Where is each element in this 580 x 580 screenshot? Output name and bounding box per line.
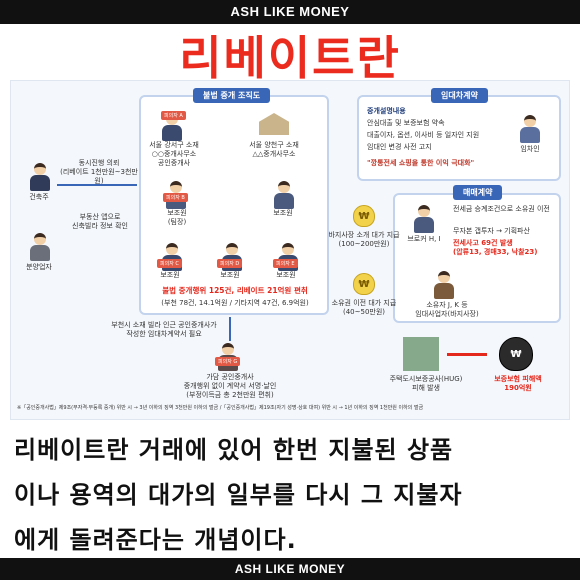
assistant-a-label: 보조원 (팀장) [167,209,187,227]
builder-request: 동시진행 의뢰 (리베이트 1천만원~3천만원) [60,159,138,186]
suspect-b-tag: 피의자 B [163,193,188,202]
arrow-loss [447,353,487,356]
suspect-g-text: 가담 공인중개사 중개행위 없이 계약서 서명·날인 (부정이득금 총 2천만원… [183,373,277,400]
suspect-e-label: 보조원 [276,271,296,279]
caption: 리베이트란 거래에 있어 한번 지불된 상품 이나 용역의 대가의 일부를 다시… [0,420,580,571]
fee-2-text: 소유권 이전 대가 지급 (40~50만원) [331,299,397,317]
guide-item-3: 임대인 변경 사전 고지 [367,143,432,151]
hug-label: 주택도시보증공사(HUG) 피해 발생 [389,375,463,393]
sale-app-text: 부동산 앱으로 신축빌라 정보 확인 [72,213,128,231]
suspect-c-tag: 피의자 C [157,259,182,268]
arrow-builder [57,184,137,186]
caption-line-3: 에게 돌려준다는 개념이다. [14,526,297,554]
suspect-d-tag: 피의자 D [217,259,243,268]
rental-contract-header: 임대차계약 [431,88,488,103]
caption-line-2: 이나 용역의 대가의 일부를 다시 그 지불자 [14,481,463,509]
hug-building-icon [403,337,439,371]
office-building-icon [259,113,289,135]
assistant-b-label: 보조원 [273,209,293,217]
sale-agent-label: 분양업자 [26,263,52,271]
broker-note-3: 전세사고 69건 발생 (압류13, 경매33, 낙찰23) [453,239,538,257]
rebate-diagram: 건축주 분양업자 동시진행 의뢰 (리베이트 1천만원~3천만원) 부동산 앱으… [10,80,570,420]
guide-item-1: 안심대출 및 보증보험 약속 [367,119,445,127]
assistant-b-figure [273,181,295,209]
bottom-banner: ASH LIKE MONEY [0,558,580,580]
broker-note-2: 무자본 갭투자 → 기획파산 [453,227,530,235]
footnote: ※「공인중개사법」제9조(무자격·무등록 중개) 위반 시 → 3년 이하의 징… [17,405,424,411]
arrow-down-g [229,317,231,341]
suspect-e-tag: 피의자 E [273,259,298,268]
sale-contract-header: 매매계약 [453,185,503,200]
owner-figure [433,271,455,299]
fee-1-text: 바지사장 소개 대가 지급 (100~200만원) [328,231,400,249]
illegal-org-header: 불법 중개 조직도 [193,88,271,103]
suspect-g-tag: 피의자 G [215,357,241,366]
summary-sub: (부천 78건, 14.1억원 / 기타지역 47건, 6.9억원) [161,299,309,307]
broker-label: 브로커 H, I [407,235,441,243]
broker-note-1: 전세금 승계조건으로 소유권 이전 [453,205,550,213]
guide-item-2: 대출이자, 옵션, 이사비 등 일자인 지원 [367,131,480,139]
tenant-figure [519,115,541,143]
agent-g-intro: 부천시 소재 빌라 인근 공인중개사가 작성한 임대차계약서 필요 [111,321,217,339]
summary-red: 불법 중개행위 125건, 리베이트 21억원 편취 [162,286,308,295]
guide-title: 중개설명내용 [367,107,406,115]
tenant-label: 임차인 [520,145,540,153]
money-bag-icon: ₩ [353,205,375,227]
builder-figure [29,163,51,191]
builder-label: 건축주 [29,193,49,201]
owner-label: 소유자 J, K 등 임대사업자(바지사장) [415,301,479,319]
money-bag-icon-2: ₩ [353,273,375,295]
sale-agent-figure [29,233,51,261]
suspect-a-text: 서울 강서구 소재 ○○중개사무소 공인중개사 [149,141,199,168]
suspect-c-label: 보조원 [160,271,180,279]
suspect-a-tag: 피의자 A [161,111,186,120]
broker-figure [413,205,435,233]
headline: 리베이트란 [179,31,401,85]
loss-label: 보증보험 피해액 190억원 [494,375,542,393]
caption-line-1: 리베이트란 거래에 있어 한번 지불된 상품 [14,436,454,464]
loss-bag-icon: ₩ [499,337,533,371]
suspect-d-label: 보조원 [220,271,240,279]
top-banner: ASH LIKE MONEY [0,0,580,24]
suspect-b-text: 서울 양천구 소재 △△중개사무소 [249,141,299,159]
guide-note: "깡통전세 쇼핑을 통한 이익 극대화" [367,159,475,167]
